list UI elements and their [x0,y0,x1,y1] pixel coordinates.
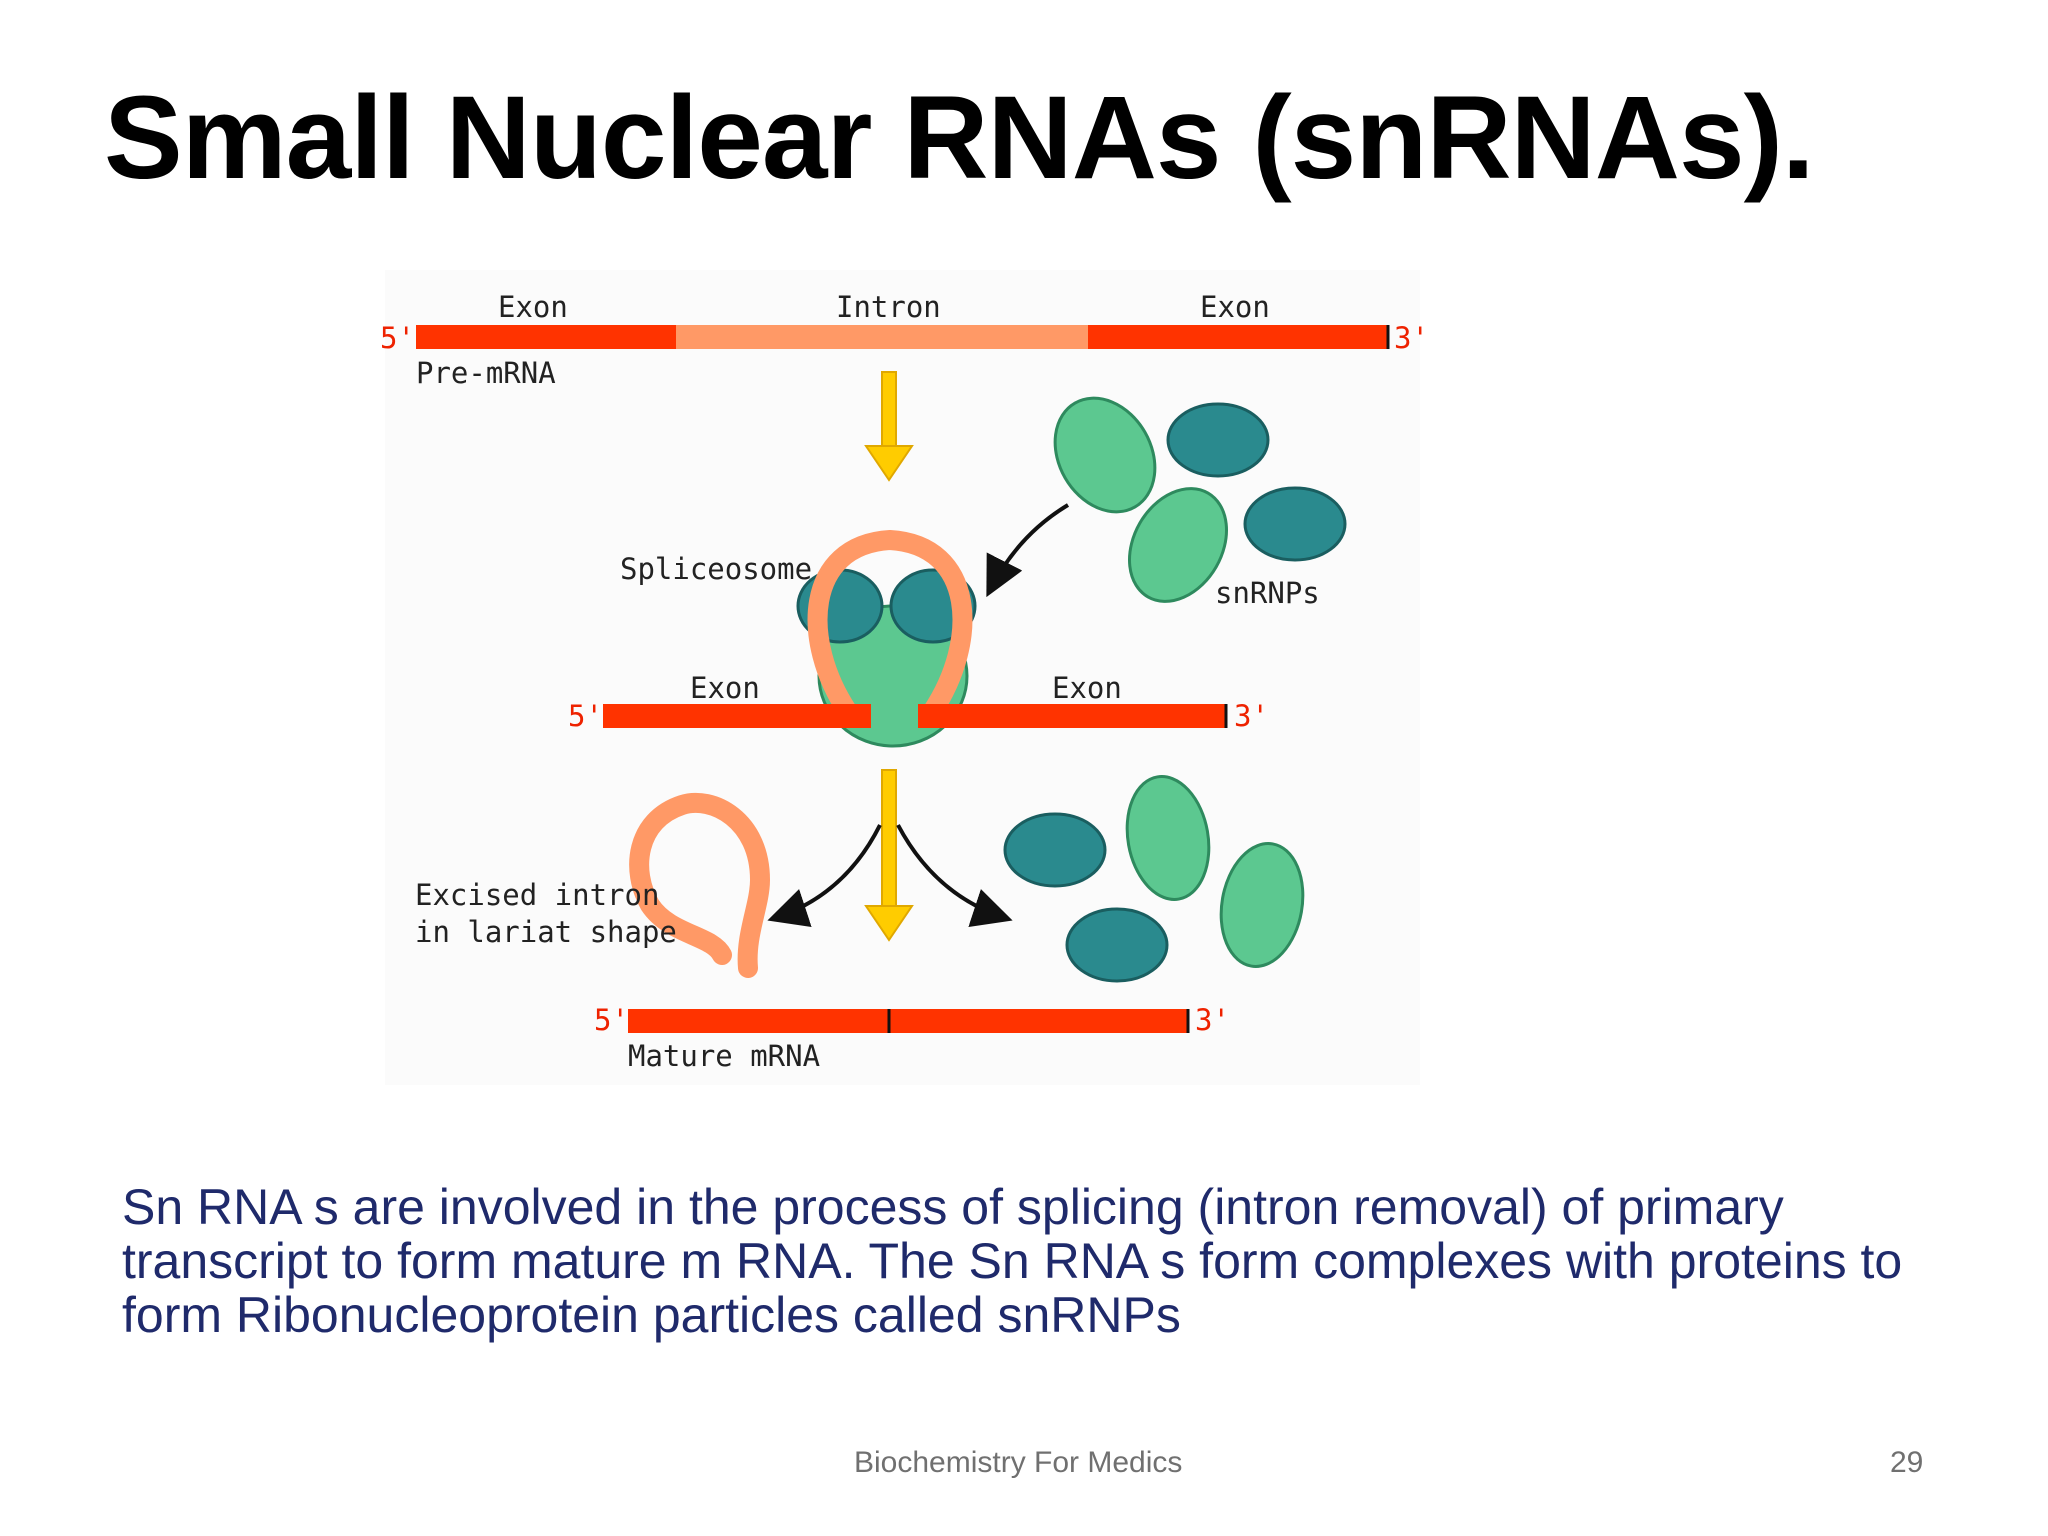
page-number: 29 [1890,1446,1924,1479]
middle-exon-left-label: Exon [690,671,760,705]
lariat-intron [629,792,771,978]
branch-arrow-right-icon [896,824,1013,927]
pre-mrna-exon-right [1088,325,1388,349]
pre-mrna-exon-left-label: Exon [498,290,568,324]
middle-exon-right [918,704,1226,728]
pre-mrna-label: Pre-mRNA [416,356,556,390]
pre-mrna-3prime: 3' [1394,321,1429,355]
mature-mrna-strand [628,1009,1188,1033]
curved-arrow-icon [986,503,1070,598]
lariat-label-line2: in lariat shape [415,915,677,949]
lariat-label-line1: Excised intron [415,878,659,912]
pre-mrna-exon-left [416,325,676,349]
down-arrow-icon [864,769,914,942]
branch-arrow-left-icon [767,824,882,927]
snrnp-particles-top [1053,396,1347,603]
mature-mrna-label: Mature mRNA [628,1039,820,1073]
pre-mrna-intron-label: Intron [836,290,941,324]
mature-5prime: 5' [594,1003,629,1037]
slide-body-text: Sn RNA s are involved in the process of … [122,1179,1903,1343]
down-arrow-icon [864,371,914,482]
middle-exon-right-label: Exon [1052,671,1122,705]
slide-footer: Biochemistry For Medics [854,1446,1183,1479]
pre-mrna-intron [676,325,1088,349]
mature-3prime: 3' [1195,1003,1230,1037]
pre-mrna-5prime: 5' [380,321,415,355]
middle-exon-left [603,704,871,728]
pre-mrna-exon-right-label: Exon [1200,290,1270,324]
snrnps-label: snRNPs [1215,576,1320,610]
middle-3prime: 3' [1234,699,1269,733]
snrnp-particles-bottom [1003,775,1305,983]
middle-5prime: 5' [568,699,603,733]
spliceosome-label: Spliceosome [620,552,812,586]
slide-title: Small Nuclear RNAs (snRNAs). [104,72,1815,204]
